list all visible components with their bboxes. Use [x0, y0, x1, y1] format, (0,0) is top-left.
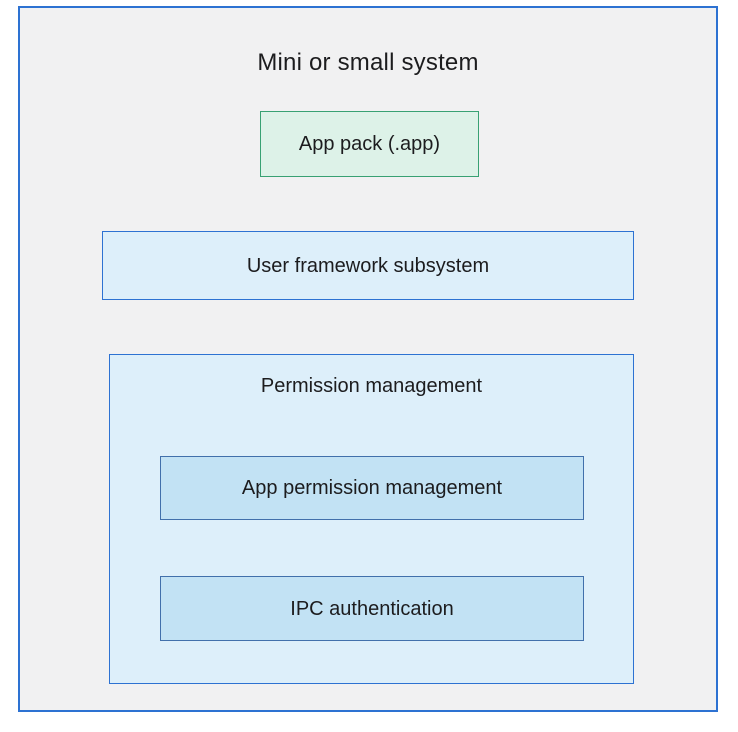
- node-user-framework-subsystem-label: User framework subsystem: [246, 254, 490, 277]
- diagram-title: Mini or small system: [257, 49, 479, 76]
- node-ipc-authentication-label: IPC authentication: [290, 597, 454, 620]
- node-ipc-authentication: IPC authentication: [160, 576, 584, 641]
- node-user-framework-subsystem: User framework subsystem: [102, 231, 634, 300]
- mini-or-small-system-container: Mini or small system App pack (.app) Use…: [18, 6, 718, 712]
- node-permission-management-label: Permission management: [260, 375, 483, 397]
- node-app-pack: App pack (.app): [260, 111, 479, 177]
- node-app-permission-management: App permission management: [160, 456, 584, 520]
- node-permission-management: Permission management App permission man…: [109, 354, 634, 684]
- node-app-permission-management-label: App permission management: [241, 477, 503, 499]
- node-app-pack-label: App pack (.app): [298, 133, 441, 155]
